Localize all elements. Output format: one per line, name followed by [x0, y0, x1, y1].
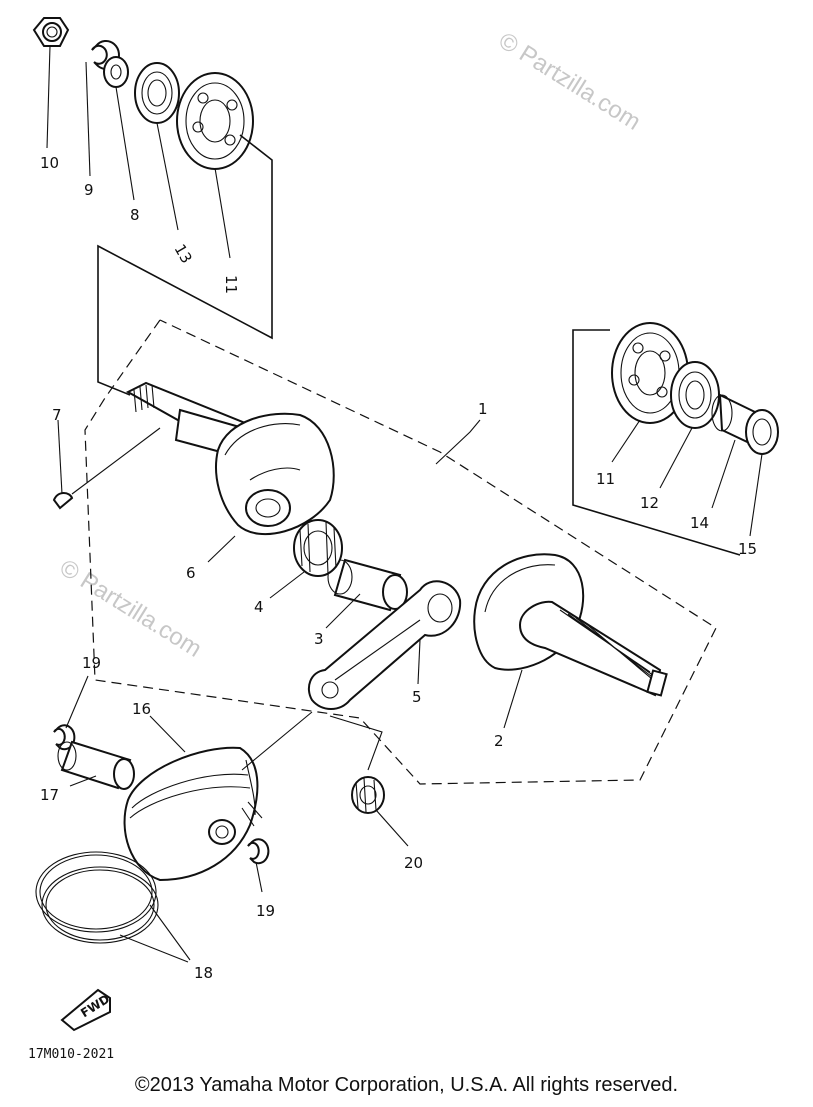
piston-rings-part: [35, 851, 159, 944]
leader-20-top: [329, 715, 383, 771]
leader-9: [85, 61, 91, 177]
crank-assembly-outline: [84, 319, 717, 785]
diagram-code: 17M010-2021: [28, 1047, 114, 1062]
callout-5: 5: [412, 688, 422, 706]
oil-seal-part: [134, 62, 180, 124]
leader-2: [503, 669, 523, 729]
callout-19b: 19: [256, 902, 275, 920]
callout-9: 9: [84, 181, 94, 199]
leader-7: [57, 419, 63, 495]
crank-pin-part: [327, 558, 408, 612]
leader-5: [417, 639, 421, 685]
woodruff-key-part: [52, 492, 74, 510]
leader-8: [115, 86, 135, 201]
leader-6: [207, 535, 236, 563]
piston-to-rod: [241, 711, 313, 771]
leader-15: [749, 453, 763, 537]
leader-11-right: [611, 419, 641, 463]
callout-12: 12: [640, 494, 659, 512]
leader-13: [156, 122, 179, 231]
connecting-rod-part: [307, 580, 462, 710]
bracket-top: [97, 134, 273, 396]
callout-4: 4: [254, 598, 264, 616]
crank-half-right-part: [473, 553, 668, 697]
callout-8: 8: [130, 206, 140, 224]
callout-16: 16: [132, 700, 151, 718]
bearing-top-part: [176, 72, 254, 170]
leader-16: [149, 715, 186, 753]
fwd-arrow-icon: FWD: [60, 988, 112, 1032]
callout-7: 7: [52, 406, 62, 424]
spacer-collar-part: [711, 393, 779, 455]
callout-3: 3: [314, 630, 324, 648]
callout-20: 20: [404, 854, 423, 872]
callout-1: 1: [478, 400, 488, 418]
oil-seal-right-part: [670, 361, 720, 429]
leader-20: [375, 809, 409, 847]
callout-19a: 19: [82, 654, 101, 672]
callout-17: 17: [40, 786, 59, 804]
leader-19b: [255, 861, 263, 893]
leader-12: [659, 427, 693, 489]
leader-4: [269, 571, 305, 599]
leader-1: [435, 419, 481, 465]
callout-10: 10: [40, 154, 59, 172]
watermark-top: © Partzilla.com: [494, 27, 645, 136]
leader-14: [711, 439, 736, 509]
piston-part: [123, 746, 263, 882]
bracket-right: [572, 329, 741, 556]
leader-19a: [65, 675, 89, 729]
callout-2: 2: [494, 732, 504, 750]
piston-pin-part: [57, 740, 135, 790]
callout-15: 15: [738, 540, 757, 558]
washer-part: [103, 56, 129, 88]
leader-11-top: [214, 167, 231, 259]
nut-part: [32, 17, 70, 47]
leader-18: [119, 904, 191, 963]
watermark-left: © Partzilla.com: [55, 554, 206, 663]
crank-half-left-part: [125, 381, 335, 535]
callout-14: 14: [690, 514, 709, 532]
leader-7-shaft: [71, 427, 161, 495]
needle-bearing-part: [293, 519, 343, 577]
small-end-bearing-part: [351, 776, 385, 814]
callout-11b: 11: [596, 470, 615, 488]
callout-11a: 11: [222, 275, 240, 294]
callout-13: 13: [171, 241, 196, 267]
leader-3: [325, 593, 361, 629]
callout-18: 18: [194, 964, 213, 982]
callout-6: 6: [186, 564, 196, 582]
copyright-notice: ©2013 Yamaha Motor Corporation, U.S.A. A…: [134, 1074, 679, 1096]
leader-10: [46, 45, 51, 149]
piston-clip-right-part: [247, 838, 270, 865]
leader-17: [69, 775, 97, 787]
